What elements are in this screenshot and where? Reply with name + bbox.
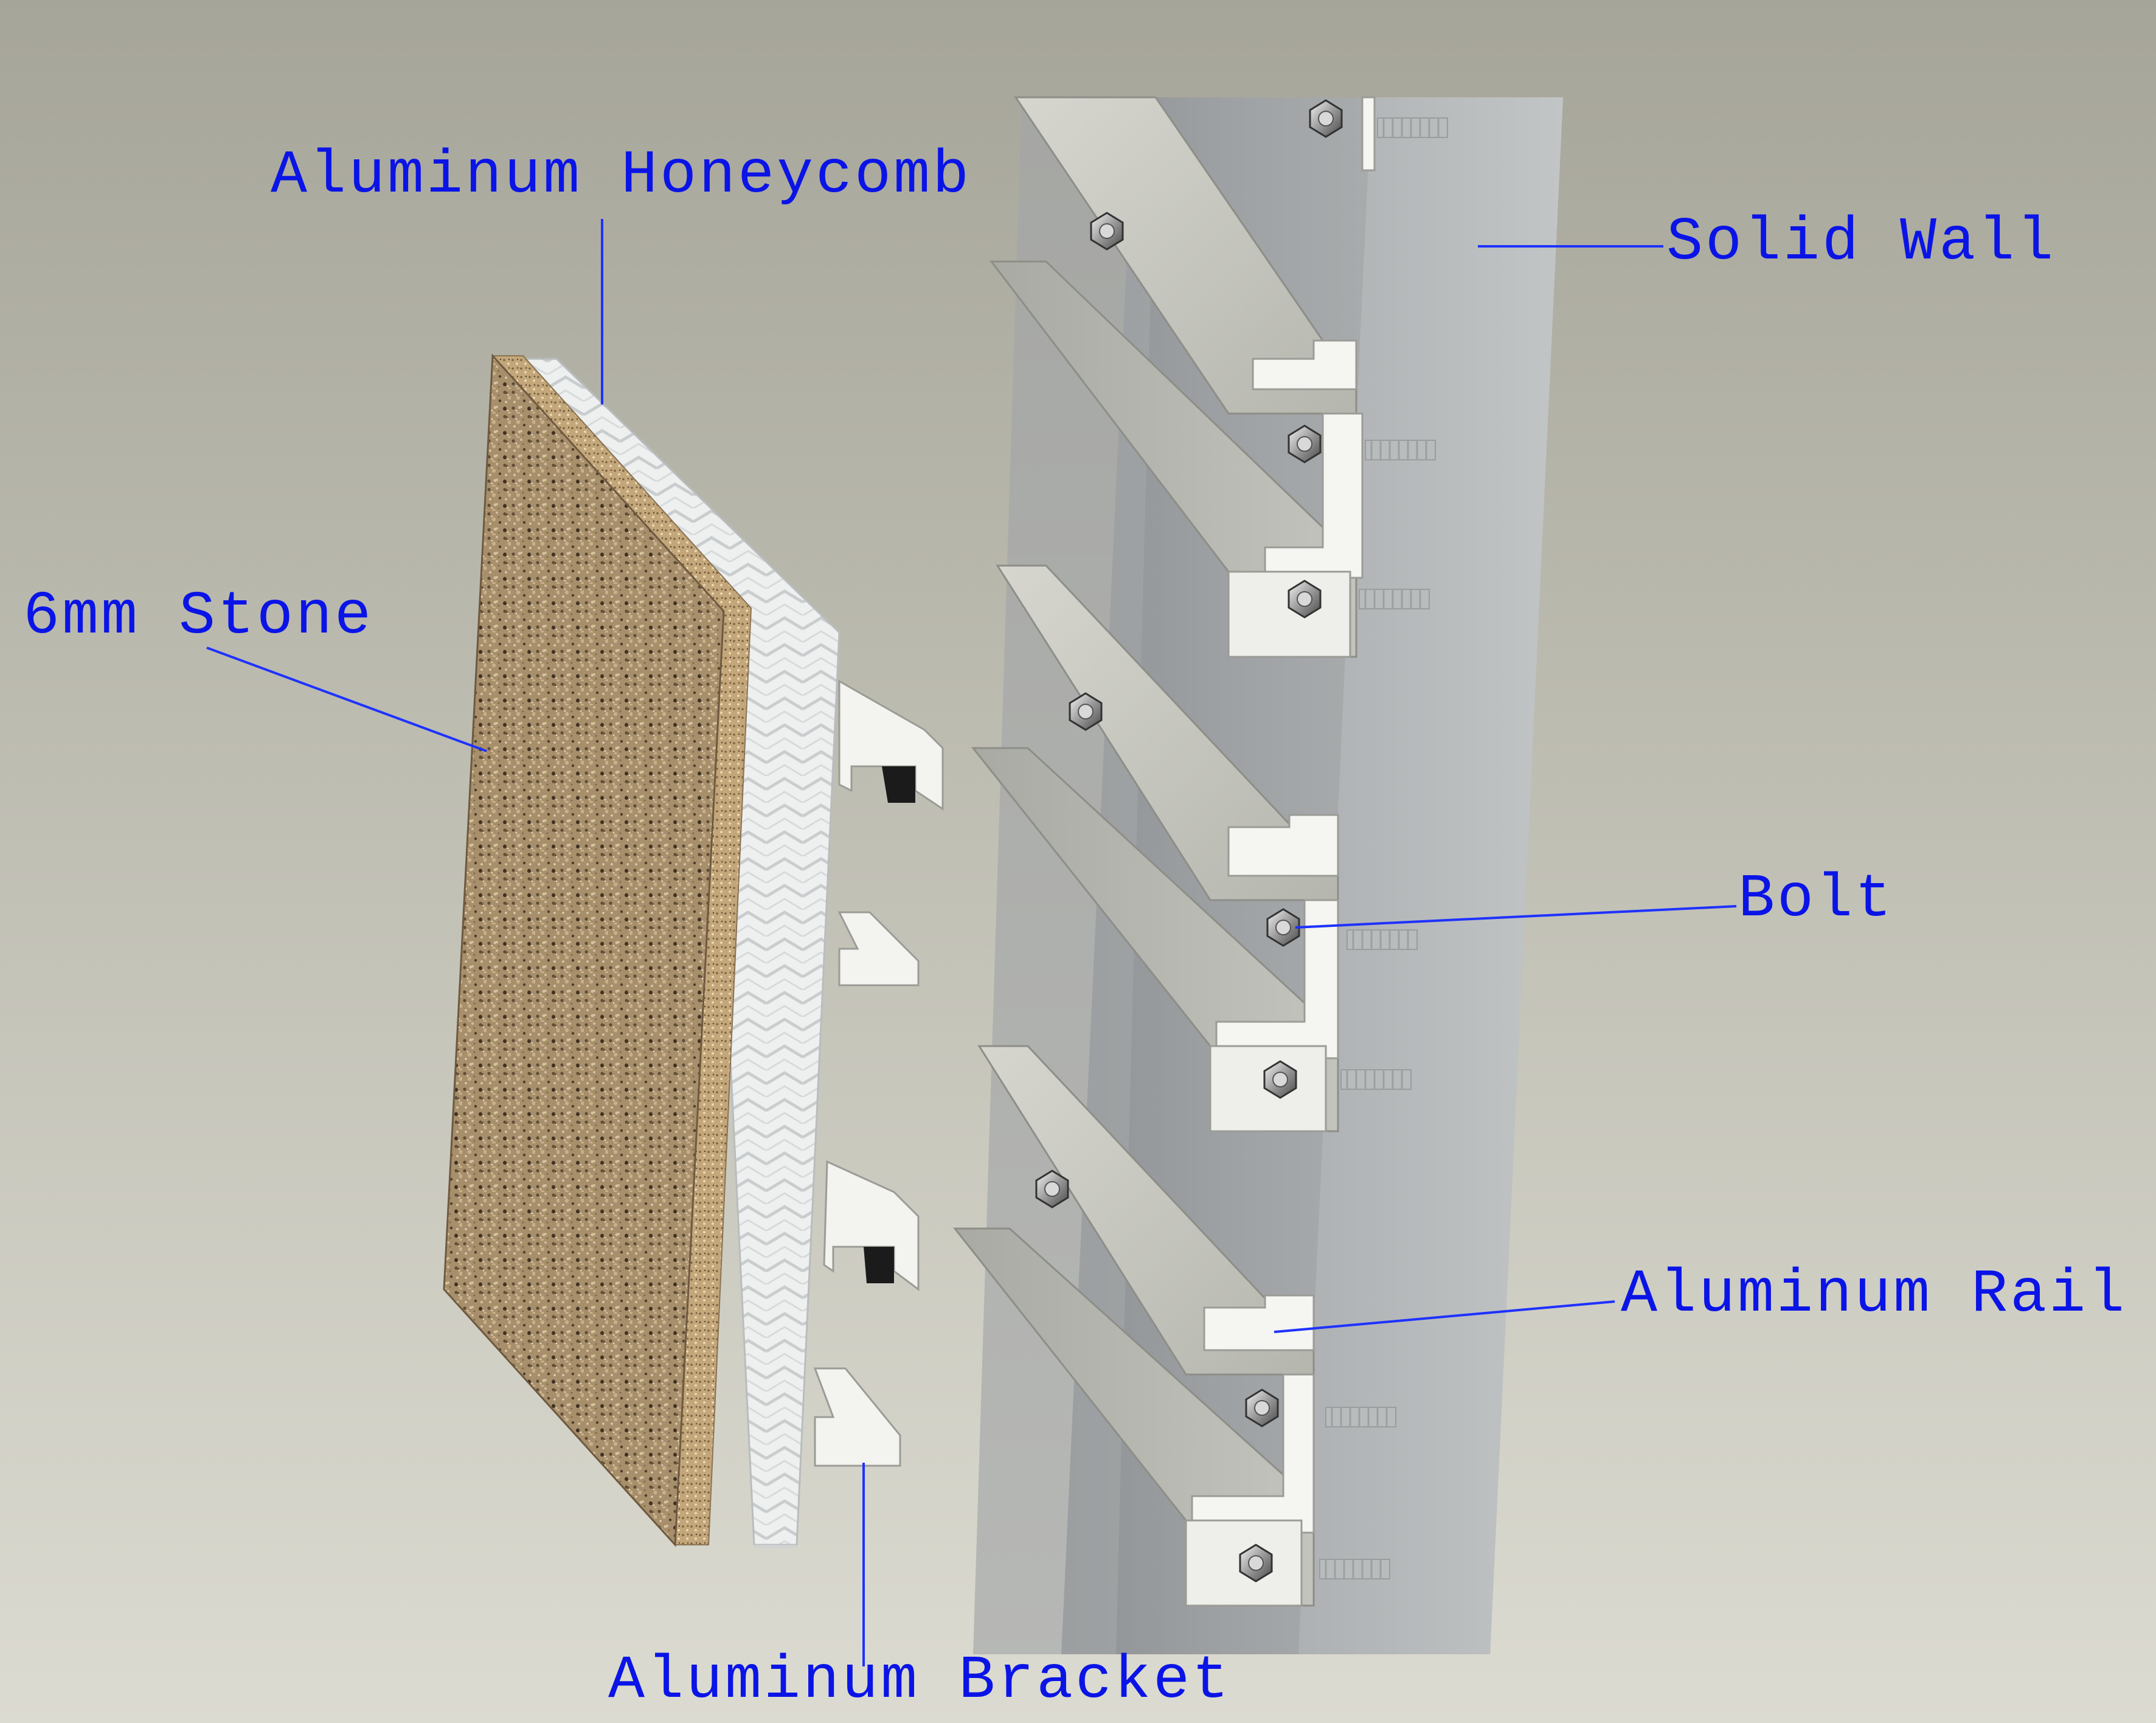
label-aluminum-honeycomb: Aluminum Honeycomb xyxy=(271,142,972,210)
label-6mm-stone: 6mm Stone xyxy=(23,583,374,651)
aluminum-brackets xyxy=(813,679,944,1467)
stone-panel xyxy=(443,353,841,1548)
leader-lines xyxy=(206,219,1737,1666)
aluminum-rail-2 xyxy=(971,564,1339,1132)
leader-bolt xyxy=(1295,905,1737,929)
label-aluminum-rail: Aluminum Rail xyxy=(1621,1261,2127,1330)
aluminum-rail-1 xyxy=(989,96,1376,658)
leader-stone xyxy=(206,647,487,752)
label-aluminum-bracket: Aluminum Bracket xyxy=(608,1647,1232,1716)
leader-rail xyxy=(1274,1300,1615,1333)
label-bolt: Bolt xyxy=(1738,865,1894,934)
label-solid-wall: Solid Wall xyxy=(1666,209,2056,277)
